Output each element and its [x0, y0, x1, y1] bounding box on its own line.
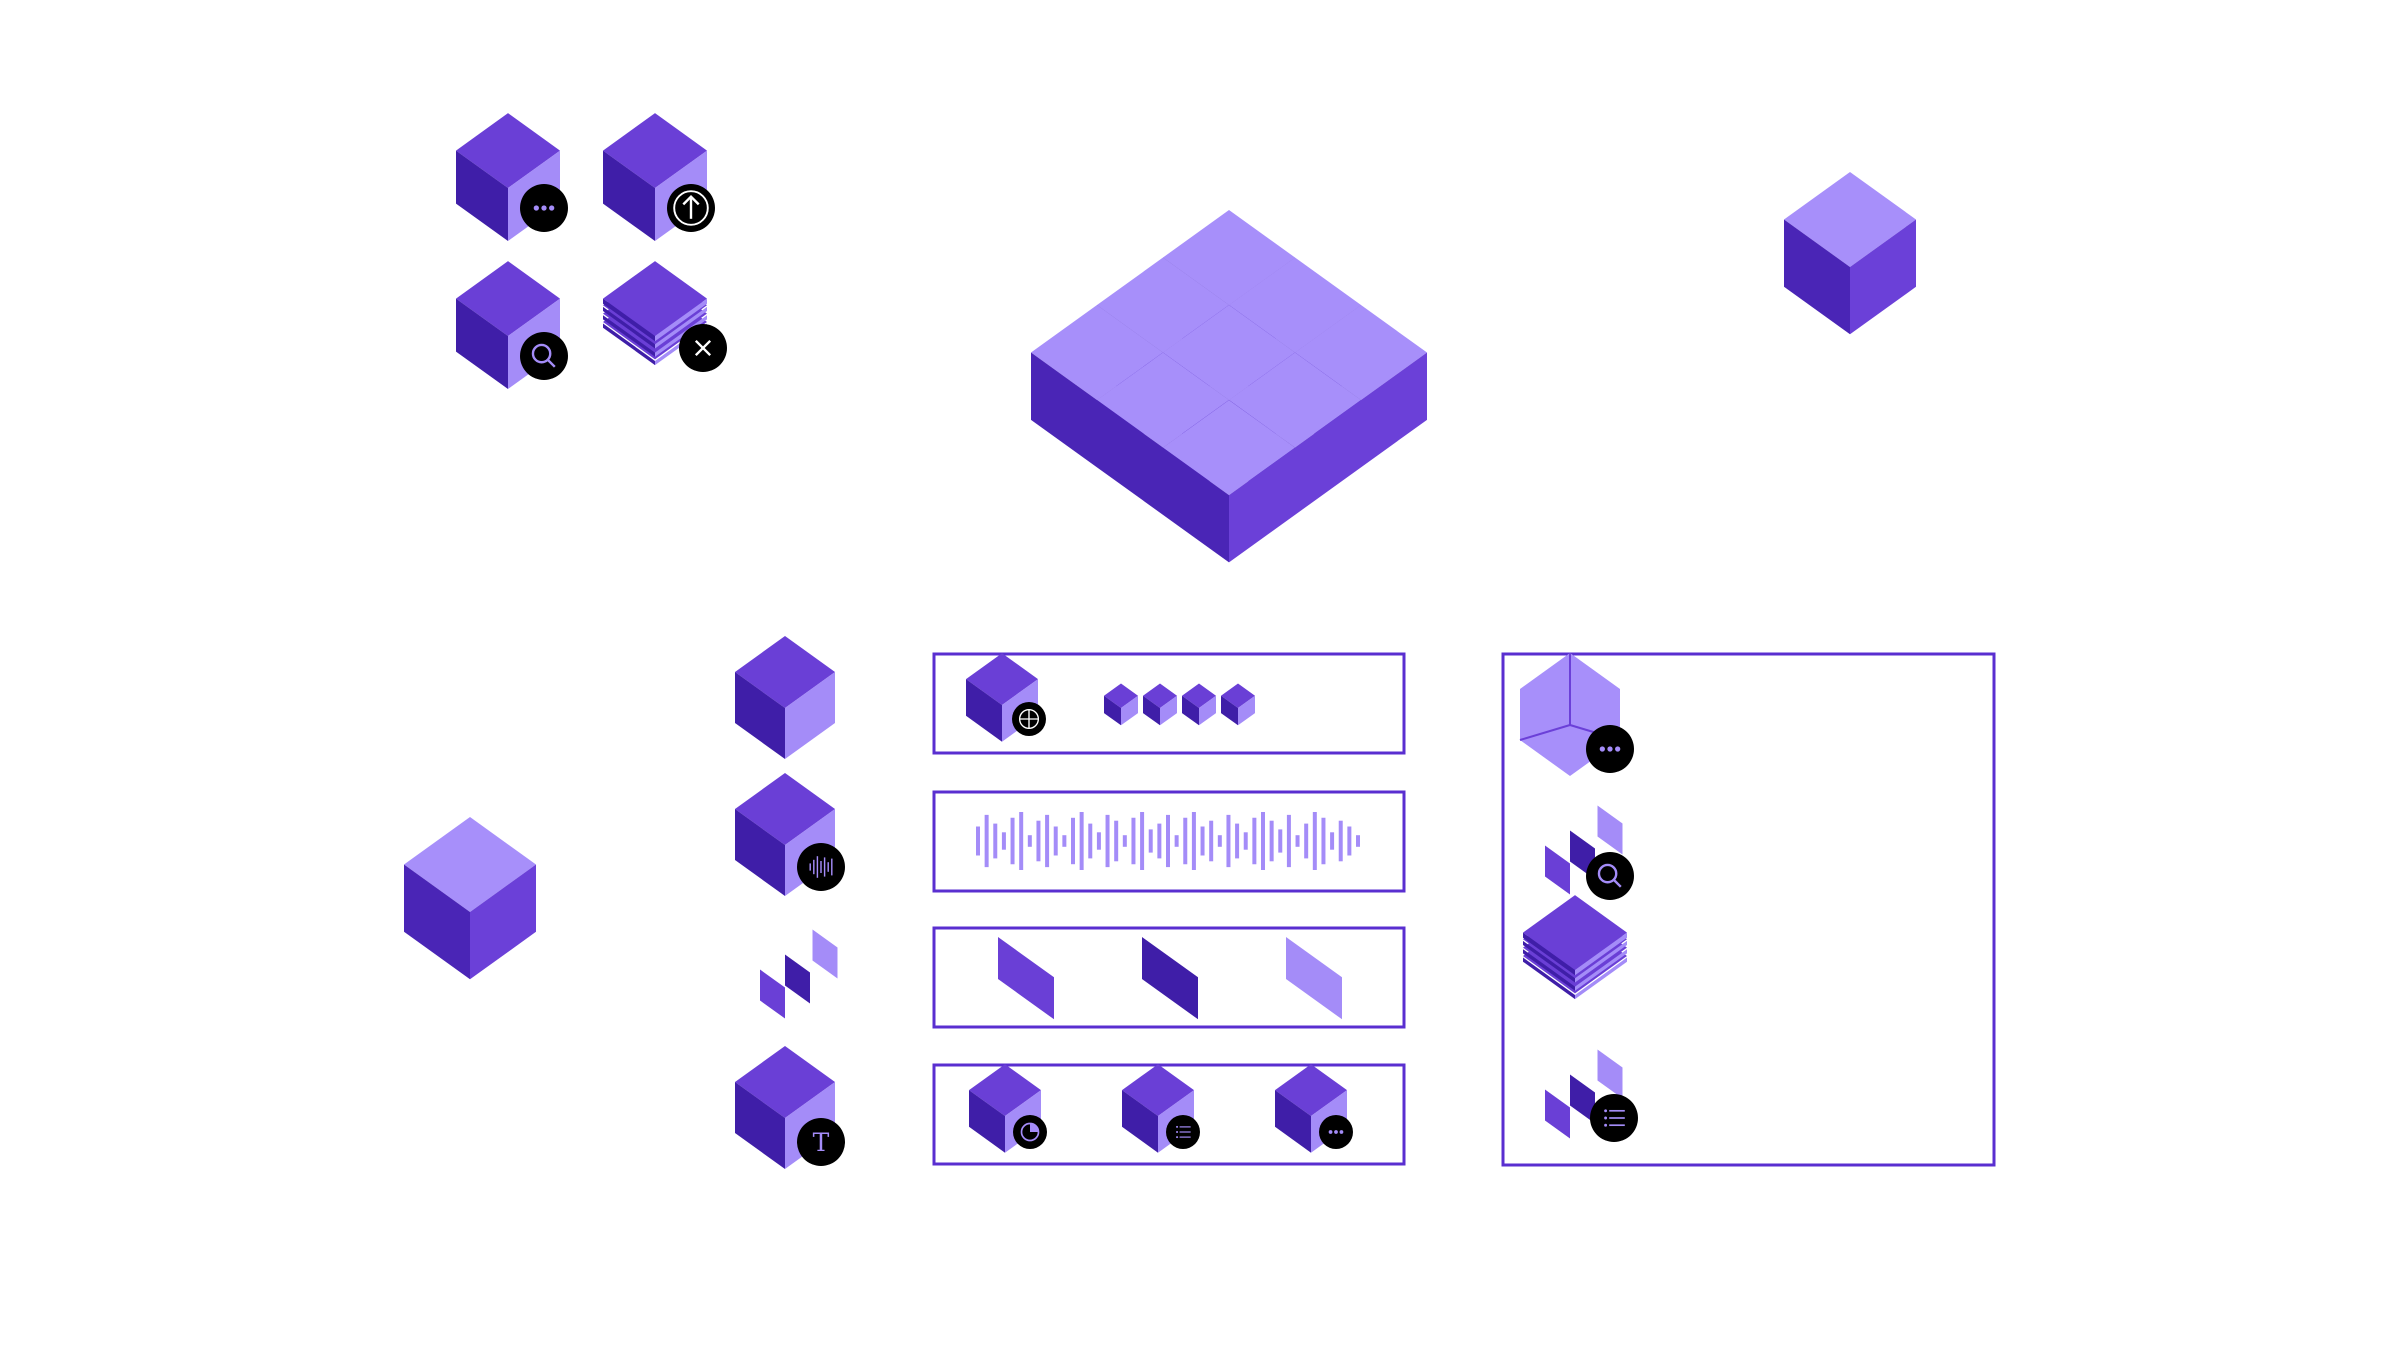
cube-upload-icon — [603, 113, 715, 241]
cube-more-icon — [456, 113, 568, 241]
slice-shapes-row — [998, 937, 1342, 1020]
slices-list-icon — [1545, 1049, 1638, 1142]
slice-front — [760, 969, 785, 1019]
cube-shape — [1143, 683, 1177, 726]
cube-icon — [735, 636, 835, 759]
slice-medium — [998, 937, 1054, 1020]
slices-search-icon — [1545, 805, 1634, 900]
badge-close-icon — [679, 324, 727, 372]
slice-dark — [1142, 937, 1198, 1020]
badge-upload-icon — [667, 184, 715, 232]
audio-waveform-panel — [932, 790, 1406, 893]
icon-grid — [456, 113, 727, 389]
slices-shape — [760, 929, 838, 1019]
grid-cube — [1163, 400, 1295, 563]
badge-list-icon — [1590, 1094, 1638, 1142]
slice-front — [1545, 1089, 1570, 1139]
small-cubes-row — [1104, 683, 1255, 726]
badged-cube — [969, 1064, 1047, 1153]
badge-more-icon — [1586, 725, 1634, 773]
cube-shape — [1182, 683, 1216, 726]
cube-shape — [404, 817, 536, 980]
text-badge: T — [797, 1118, 845, 1166]
feature-panels — [932, 652, 1406, 1166]
single-cube-icon — [1784, 172, 1916, 335]
text-badge-glyph: T — [813, 1128, 830, 1157]
cube-search-icon — [456, 261, 568, 389]
slices-shape — [1545, 1049, 1623, 1139]
slices-icon — [760, 929, 838, 1019]
cube-grid-illustration — [1031, 210, 1427, 563]
badged-cubes-row — [969, 1064, 1353, 1153]
slice-back — [1597, 1049, 1623, 1099]
cube-shape — [1104, 683, 1138, 726]
wireframe-cube-more-icon — [1519, 653, 1634, 776]
cube-badges-panel — [932, 1063, 1406, 1166]
audio-waveform — [976, 812, 1360, 870]
small-cube — [1182, 683, 1216, 726]
small-cube — [1221, 683, 1255, 726]
badge-more-icon — [520, 184, 568, 232]
badge-waveform-icon — [797, 843, 845, 891]
layers-close-icon — [603, 261, 727, 372]
cube-network-panel — [932, 652, 1406, 755]
slice-front — [1545, 845, 1570, 895]
badge-list-icon — [1166, 1115, 1200, 1149]
cube-audio-icon — [735, 773, 845, 896]
badge-search-icon — [1586, 852, 1634, 900]
badge-network-icon — [1012, 702, 1046, 736]
slice-back — [1597, 805, 1623, 855]
single-cube-icon — [404, 817, 536, 980]
slice-back — [812, 929, 838, 979]
slices-panel — [932, 926, 1406, 1029]
side-panel-frame — [1501, 652, 1996, 1167]
badge-search-icon — [520, 332, 568, 380]
slice-middle — [785, 954, 810, 1004]
slice-middle — [1570, 1074, 1595, 1124]
badged-cube — [1275, 1064, 1353, 1153]
cube-shape — [1163, 400, 1295, 563]
badge-more-icon — [1319, 1115, 1353, 1149]
network-cube-icon — [966, 653, 1046, 742]
slice-light — [1286, 937, 1342, 1020]
feature-icons-column — [735, 636, 845, 1169]
badge-chart-icon — [1013, 1115, 1047, 1149]
cube-shape — [735, 636, 835, 759]
side-panel — [1501, 652, 1996, 1167]
layers-icon — [1523, 895, 1627, 1000]
badged-cube — [1122, 1064, 1200, 1153]
cube-shape — [1784, 172, 1916, 335]
cube-shape — [1221, 683, 1255, 726]
small-cube — [1104, 683, 1138, 726]
small-cube — [1143, 683, 1177, 726]
layers-shape — [1523, 895, 1627, 1000]
